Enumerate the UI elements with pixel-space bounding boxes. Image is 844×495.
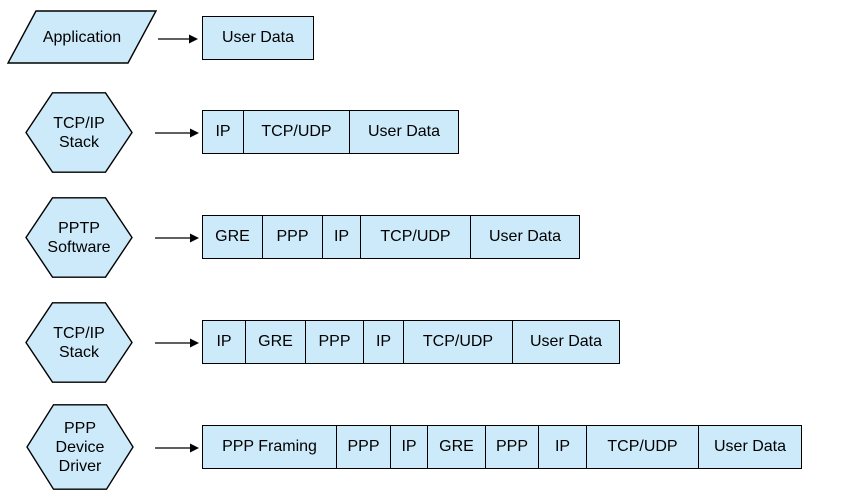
stage-label: PPTP Software: [47, 219, 111, 256]
packet-field: User Data: [471, 216, 579, 258]
packet-field: IP: [323, 216, 361, 258]
packet-field: PPP: [337, 426, 391, 468]
stage-label: TCP/IP Stack: [53, 114, 105, 151]
stage-label: Application: [42, 28, 122, 46]
packet-field: IP: [539, 426, 587, 468]
packet-field: User Data: [699, 426, 801, 468]
stage-shape-tcpip-stack-2: TCP/IP Stack: [26, 302, 132, 383]
packet-field: TCP/UDP: [587, 426, 699, 468]
packet-field: User Data: [203, 17, 313, 59]
arrow-right-icon: [155, 442, 199, 454]
packet-field: IP: [203, 111, 244, 153]
packet-field: GRE: [428, 426, 486, 468]
arrow-right-icon: [155, 127, 199, 139]
packet-field: User Data: [513, 321, 619, 363]
stage-label: PPP Device Driver: [55, 419, 105, 475]
packet-field: IP: [364, 321, 404, 363]
stage-label: TCP/IP Stack: [53, 324, 105, 361]
packet-field: TCP/UDP: [404, 321, 513, 363]
arrow-right-icon: [155, 337, 199, 349]
packet-field: GRE: [246, 321, 306, 363]
packet-field: PPP: [306, 321, 364, 363]
packet-strip-application: User Data: [202, 16, 314, 60]
packet-field: IP: [203, 321, 246, 363]
packet-field: GRE: [203, 216, 263, 258]
packet-field: IP: [391, 426, 428, 468]
stage-shape-tcpip-stack-1: TCP/IP Stack: [26, 92, 132, 173]
stage-shape-application: Application: [8, 11, 156, 63]
arrow-right-icon: [155, 232, 199, 244]
packet-field: PPP: [263, 216, 323, 258]
packet-field: PPP Framing: [203, 426, 337, 468]
stage-shape-pptp-software: PPTP Software: [26, 197, 132, 278]
arrow-right-icon: [158, 33, 198, 45]
packet-field: PPP: [486, 426, 539, 468]
packet-field: TCP/UDP: [244, 111, 350, 153]
packet-field: TCP/UDP: [361, 216, 471, 258]
stage-shape-ppp-device-driver: PPP Device Driver: [27, 404, 133, 490]
packet-field: User Data: [350, 111, 458, 153]
